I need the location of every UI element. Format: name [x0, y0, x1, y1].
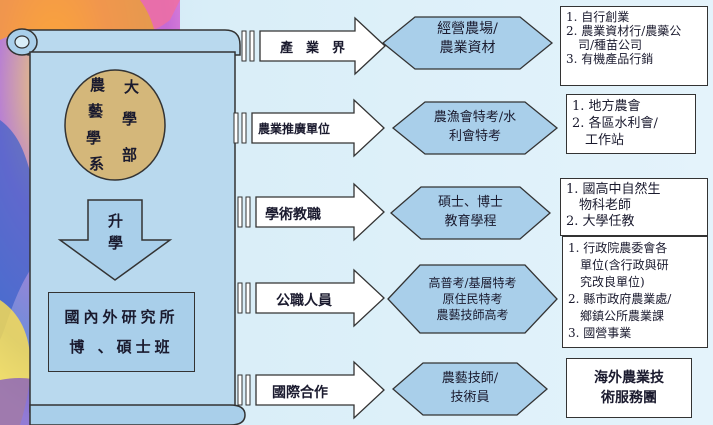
target-hexagon-3 [390, 186, 551, 240]
details-line: 2. 各區水利會/ [572, 116, 658, 131]
scroll-panel: 農 大 藝 學 學 系 部 升 學 國內外研究所 博 、碩士班 [0, 0, 250, 425]
target-line: 教育學程 [444, 214, 497, 229]
target-line: 經營農場/ [437, 21, 498, 37]
target-hexagon-2 [391, 101, 559, 155]
details-line: 究改良單位) [568, 275, 645, 289]
path-label-4: 公職人員 [276, 293, 332, 309]
promote-char-1: 升 [108, 212, 124, 230]
details-line: 3. 有機產品行銷 [566, 52, 654, 66]
target-label-4: 高普考/基層特考 原住民特考 農藝技師高考 [400, 275, 545, 323]
college-char-3: 藝 [88, 102, 104, 120]
target-line: 利會特考 [448, 129, 501, 144]
details-line: 1. 自行創業 [566, 10, 630, 24]
college-char-7: 部 [122, 146, 138, 164]
target-label-3: 碩士、博士 教育學程 [400, 193, 541, 231]
details-box-1: 1. 自行創業 2. 農業資材行/農藥公 司/種苗公司 3. 有機產品行銷 [560, 6, 708, 86]
target-hexagon-5 [392, 362, 548, 416]
path-arrow-5 [237, 360, 385, 420]
details-box-2: 1. 地方農會 2. 各區水利會/ 工作站 [566, 94, 696, 154]
target-label-1: 經營農場/ 農業資材 [395, 20, 540, 58]
path-arrow-1 [241, 16, 386, 76]
target-line: 農藝技師/ [441, 371, 499, 386]
details-line: 司/種苗公司 [566, 38, 643, 52]
promote-char-2: 學 [108, 234, 124, 252]
details-line: 物科老師 [566, 198, 632, 213]
details-line: 鄉鎮公所農業課 [568, 309, 665, 323]
details-line: 3. 國營事業 [568, 326, 632, 340]
details-line: 海外農業技 [594, 370, 664, 386]
path-arrow-2 [233, 98, 385, 158]
target-line: 農漁會特考/水 [433, 110, 517, 125]
details-line: 1. 地方農會 [572, 99, 641, 114]
target-line: 原住民特考 [442, 292, 503, 306]
target-line: 高普考/基層特考 [428, 276, 517, 290]
details-line: 工作站 [572, 133, 625, 148]
path-label-1: 產 業 界 [280, 41, 346, 56]
target-line: 農業資材 [439, 40, 496, 56]
graduate-line-2: 博 、碩士班 [69, 338, 174, 356]
college-char-4: 學 [122, 110, 138, 128]
details-box-4: 1. 行政院農委會各 單位(含行政與研 究改良單位) 2. 縣市政府農業處/ 鄉… [562, 236, 708, 348]
details-line: 2. 縣市政府農業處/ [568, 292, 672, 306]
graduate-school-box: 國內外研究所 博 、碩士班 [48, 292, 195, 372]
college-char-2: 大 [124, 78, 140, 96]
details-line: 單位(含行政與研 [568, 258, 669, 272]
college-char-1: 農 [90, 76, 106, 94]
path-label-3: 學術教職 [265, 207, 321, 223]
path-arrow-4 [237, 268, 385, 328]
details-line: 1. 行政院農委會各 [568, 241, 668, 255]
details-box-5: 海外農業技 術服務團 [566, 358, 692, 418]
target-hexagon-1 [381, 16, 554, 70]
path-label-2: 農業推廣單位 [258, 122, 331, 136]
target-hexagon-4 [387, 264, 558, 334]
details-line: 1. 國高中自然生 [566, 182, 661, 197]
college-char-6: 系 [89, 155, 105, 173]
college-char-5: 學 [86, 129, 102, 147]
details-line: 術服務團 [601, 390, 657, 406]
graduate-line-1: 國內外研究所 [64, 308, 179, 326]
path-arrow-3 [237, 182, 385, 242]
details-line: 2. 農業資材行/農藥公 [566, 24, 682, 38]
path-label-5: 國際合作 [272, 385, 328, 401]
target-line: 碩士、博士 [437, 195, 503, 210]
target-label-2: 農漁會特考/水 利會特考 [402, 108, 548, 146]
details-line: 2. 大學任教 [566, 214, 635, 229]
details-box-3: 1. 國高中自然生 物科老師 2. 大學任教 [560, 178, 708, 236]
target-line: 技術員 [450, 390, 490, 405]
target-line: 農藝技師高考 [436, 308, 509, 322]
target-label-5: 農藝技師/ 技術員 [402, 369, 538, 407]
